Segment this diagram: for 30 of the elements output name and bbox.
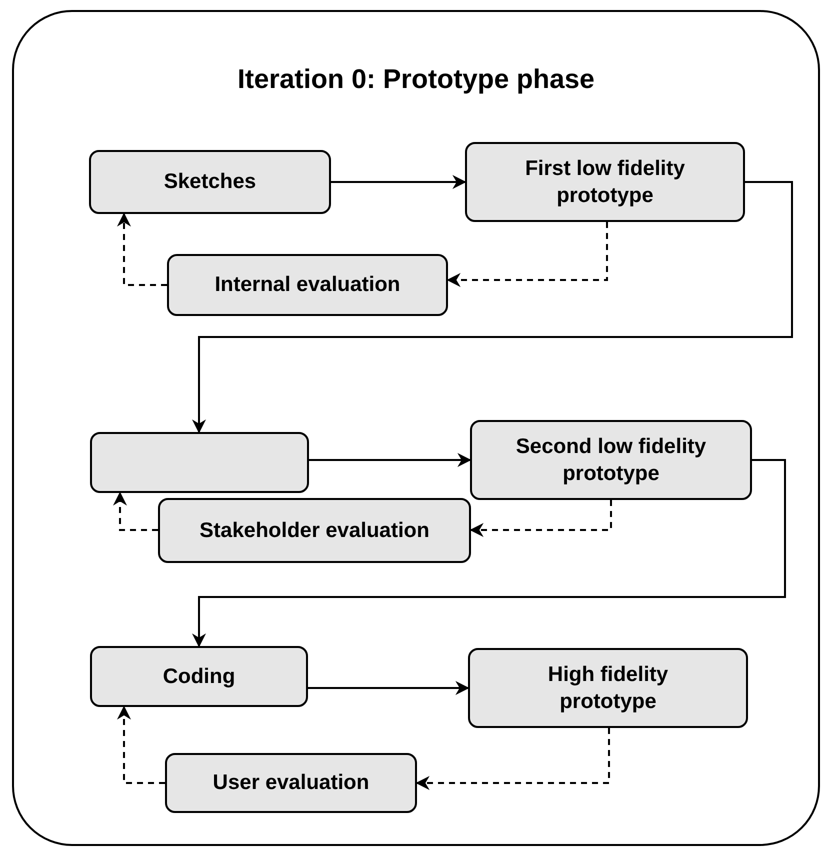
box-label: User evaluation [212, 770, 370, 796]
box-label: High fidelity prototype [546, 662, 670, 715]
container-heading: Iteration 0: Prototype phase [237, 64, 595, 95]
process-box [470, 420, 752, 500]
process-box [90, 646, 308, 707]
process-box [468, 648, 748, 728]
arrow [192, 459, 786, 648]
process-box [465, 142, 745, 222]
arrow [308, 681, 470, 695]
phase-container [12, 10, 820, 846]
dashed-arrow [113, 492, 158, 531]
dashed-arrow [117, 212, 167, 286]
box-label: Coding [162, 664, 236, 690]
box-label: Second low fidelity prototype [514, 434, 708, 487]
process-box [89, 150, 331, 214]
box-label: Internal evaluation [214, 272, 400, 298]
box-label: First low fidelity prototype [524, 156, 686, 209]
box-label: Sketches [164, 169, 256, 196]
arrow [331, 175, 466, 189]
process-box [165, 753, 417, 813]
dashed-arrow [416, 728, 610, 790]
dashed-arrow [470, 500, 612, 537]
arrow [192, 181, 793, 434]
box-label: Stakeholder evaluation [200, 518, 430, 544]
dashed-arrow [117, 706, 165, 784]
process-box [158, 498, 471, 563]
arrow [309, 453, 472, 467]
dashed-arrow [446, 222, 608, 287]
process-box [167, 254, 448, 316]
process-box [90, 432, 309, 493]
